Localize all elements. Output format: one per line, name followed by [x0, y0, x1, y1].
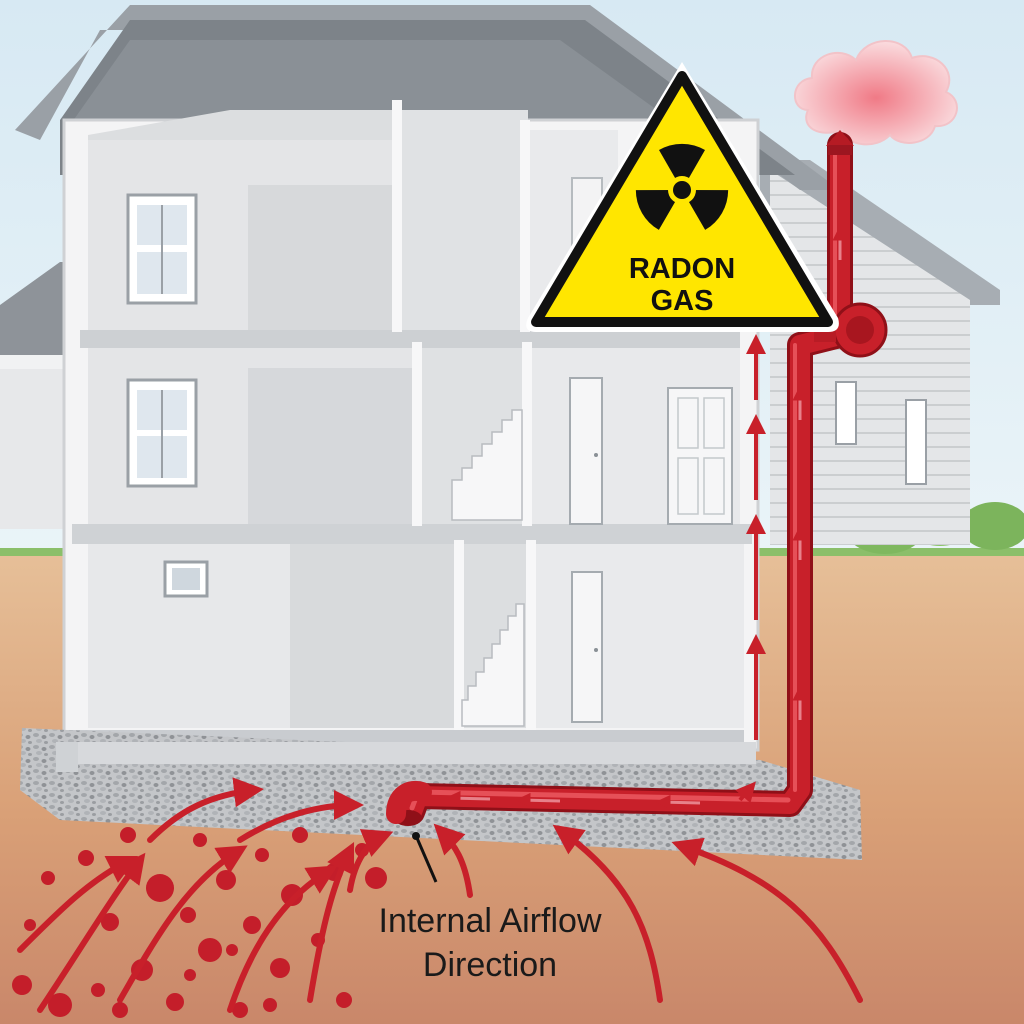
radon-warning-sign: RADON GAS: [526, 62, 839, 332]
basement-window: [163, 560, 209, 598]
pipe-vent-cap: [826, 130, 854, 155]
pipe-inlet: [386, 781, 432, 826]
door-middle-2: [667, 387, 733, 525]
pipe-flow-arrows: [445, 225, 848, 810]
radon-particles: [12, 827, 387, 1018]
window-upper: [126, 193, 198, 305]
annotation-leader-dot: [412, 832, 420, 840]
side-wing-right: [760, 160, 1000, 545]
soil-airflow-arrows: [17, 777, 863, 1013]
side-wing-roof: [0, 262, 70, 529]
sign-text-line-2: GAS: [651, 285, 714, 317]
annotation-leader-line: [415, 837, 438, 883]
annotation-line-1: Internal Airflow: [379, 902, 602, 940]
radiation-trefoil-icon: [635, 143, 729, 230]
staircase-basement: [461, 603, 525, 727]
wall-updraft-arrows: [735, 334, 766, 804]
sign-text-line-1: RADON: [629, 253, 735, 285]
staircase-upper: [451, 409, 523, 521]
window-middle: [126, 378, 198, 488]
annotation-line-2: Direction: [423, 946, 557, 984]
door-basement: [571, 571, 603, 723]
door-middle-1: [569, 377, 603, 525]
